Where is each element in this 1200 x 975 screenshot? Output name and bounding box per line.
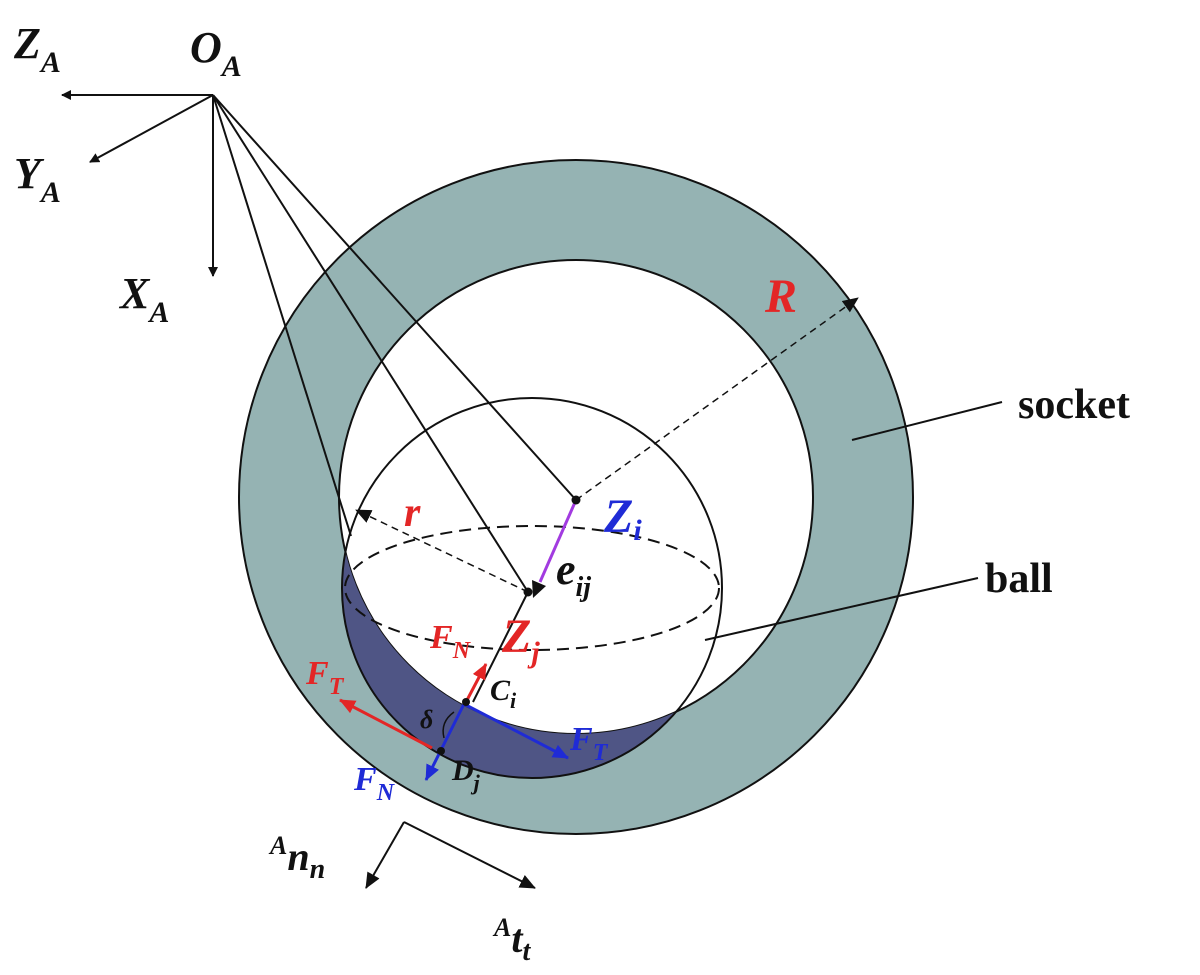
normal-force-blue-label: FN: [353, 761, 396, 806]
z-axis-label: ZA: [13, 19, 61, 79]
tangent-dir-arrow: [403, 821, 536, 889]
socket-radius-line: [575, 297, 859, 501]
contact-point-d-label: Dj: [451, 754, 481, 795]
eccentricity-arrowhead: [532, 580, 546, 598]
local-frame-axes: [365, 821, 536, 889]
contact-point-c-dot: [462, 698, 470, 706]
origin-label: OA: [190, 23, 242, 83]
x-axis-label: XA: [118, 269, 169, 329]
normal-force-blue-arrow: [424, 703, 466, 781]
tangent-force-red-label: FT: [305, 655, 345, 700]
ball-circle: [341, 397, 723, 779]
position-line-ball-edge: [212, 94, 352, 537]
tangent-force-blue-label: FT: [569, 721, 609, 766]
y-axis-label: YA: [14, 149, 61, 209]
socket-center-label: Zi: [603, 490, 642, 547]
tangent-force-blue-arrow: [463, 702, 569, 760]
global-frame-axes: [61, 90, 577, 593]
socket-radius-label: R: [764, 270, 797, 323]
ball-radius-label: r: [404, 490, 421, 536]
normal-force-red-arrow: [464, 663, 488, 703]
socket-leader-line: [851, 401, 1003, 441]
socket-center-dot: [571, 495, 581, 505]
socket-label: socket: [1018, 382, 1130, 428]
normal-dir-arrow: [365, 821, 405, 889]
contact-point-c-label: Ci: [490, 674, 517, 713]
eccentricity-vector: [538, 499, 578, 583]
ball-label: ball: [985, 556, 1053, 602]
ball-center-label: Zj: [501, 610, 540, 669]
penetration-label: δ: [420, 705, 433, 734]
normal-force-red-label: FN: [429, 619, 472, 664]
overlap-region: [342, 398, 722, 778]
contact-point-d-dot: [437, 747, 445, 755]
normal-line: [472, 591, 529, 703]
ball-leader-line: [704, 577, 979, 641]
penetration-arc: [442, 711, 455, 739]
eccentricity-label: eij: [556, 545, 591, 603]
normal-dir-label: Ann: [268, 831, 325, 885]
y-axis-arrow: [89, 94, 214, 163]
position-line-zi: [212, 94, 577, 501]
ball-radius-line: [355, 509, 529, 593]
ball-equator-dashed: [344, 525, 720, 651]
position-line-zj: [212, 94, 529, 593]
tangent-dir-label: Att: [492, 913, 531, 967]
tangent-force-red-arrow: [339, 698, 433, 750]
